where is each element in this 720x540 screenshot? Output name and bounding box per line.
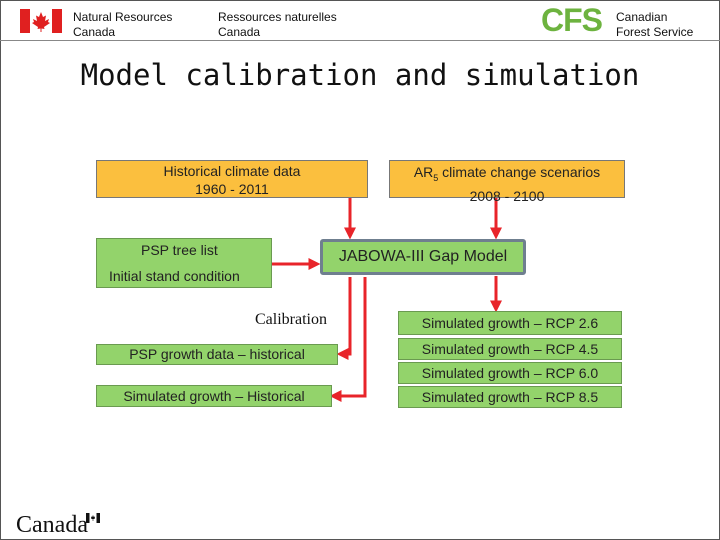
cfs-name: Canadian Forest Service <box>616 10 693 40</box>
ar5-line2: 2008 - 2100 <box>469 187 545 204</box>
cfs-name-line2: Forest Service <box>616 25 694 39</box>
rcp26-box: Simulated growth – RCP 2.6 <box>398 311 622 335</box>
canada-wordmark: Canada <box>16 512 88 538</box>
sim-historical-box: Simulated growth – Historical <box>96 385 332 407</box>
psp-growth-box: PSP growth data – historical <box>96 344 338 365</box>
nrc-french-line1: Ressources naturelles <box>218 10 337 24</box>
historical-climate-line2: 1960 - 2011 <box>195 181 269 197</box>
ar5-scenarios-box: AR5 climate change scenarios 2008 - 2100 <box>389 160 625 204</box>
header-divider <box>0 40 720 41</box>
psp-tree-list: PSP tree list <box>141 242 218 258</box>
rcp85-box: Simulated growth – RCP 8.5 <box>398 386 622 408</box>
nrc-french-line2: Canada <box>218 25 261 39</box>
ar5-suffix: climate change scenarios <box>438 164 601 180</box>
historical-climate-line1: Historical climate data <box>163 163 301 179</box>
ar5-line1: AR5 climate change scenarios <box>390 163 624 187</box>
initial-stand-condition: Initial stand condition <box>109 268 240 284</box>
wordmark-flag-icon <box>86 513 100 523</box>
calibration-label: Calibration <box>255 311 327 328</box>
rcp45-box: Simulated growth – RCP 4.5 <box>398 338 622 360</box>
cfs-logo: CFS <box>541 2 603 38</box>
cfs-name-line1: Canadian <box>616 10 668 24</box>
slide-title: Model calibration and simulation <box>80 58 640 92</box>
arrow-model-to-sim-historical <box>329 277 367 402</box>
canada-flag-icon <box>20 9 62 33</box>
nrc-english-line1: Natural Resources <box>73 10 173 24</box>
nrc-french-name: Ressources naturelles Canada <box>218 10 337 40</box>
historical-climate-box: Historical climate data 1960 - 2011 <box>96 160 368 198</box>
ar5-prefix: AR <box>413 164 434 180</box>
rcp60-box: Simulated growth – RCP 6.0 <box>398 362 622 384</box>
stand-input-box: PSP tree list Initial stand condition <box>96 238 272 288</box>
ar5-subscript: 5 <box>433 172 439 183</box>
arrow-calibration-to-psp-growth <box>336 277 352 360</box>
nrc-english-line2: Canada <box>73 25 116 39</box>
nrc-english-name: Natural Resources Canada <box>73 10 172 40</box>
jabowa-model-box: JABOWA-III Gap Model <box>320 239 526 275</box>
